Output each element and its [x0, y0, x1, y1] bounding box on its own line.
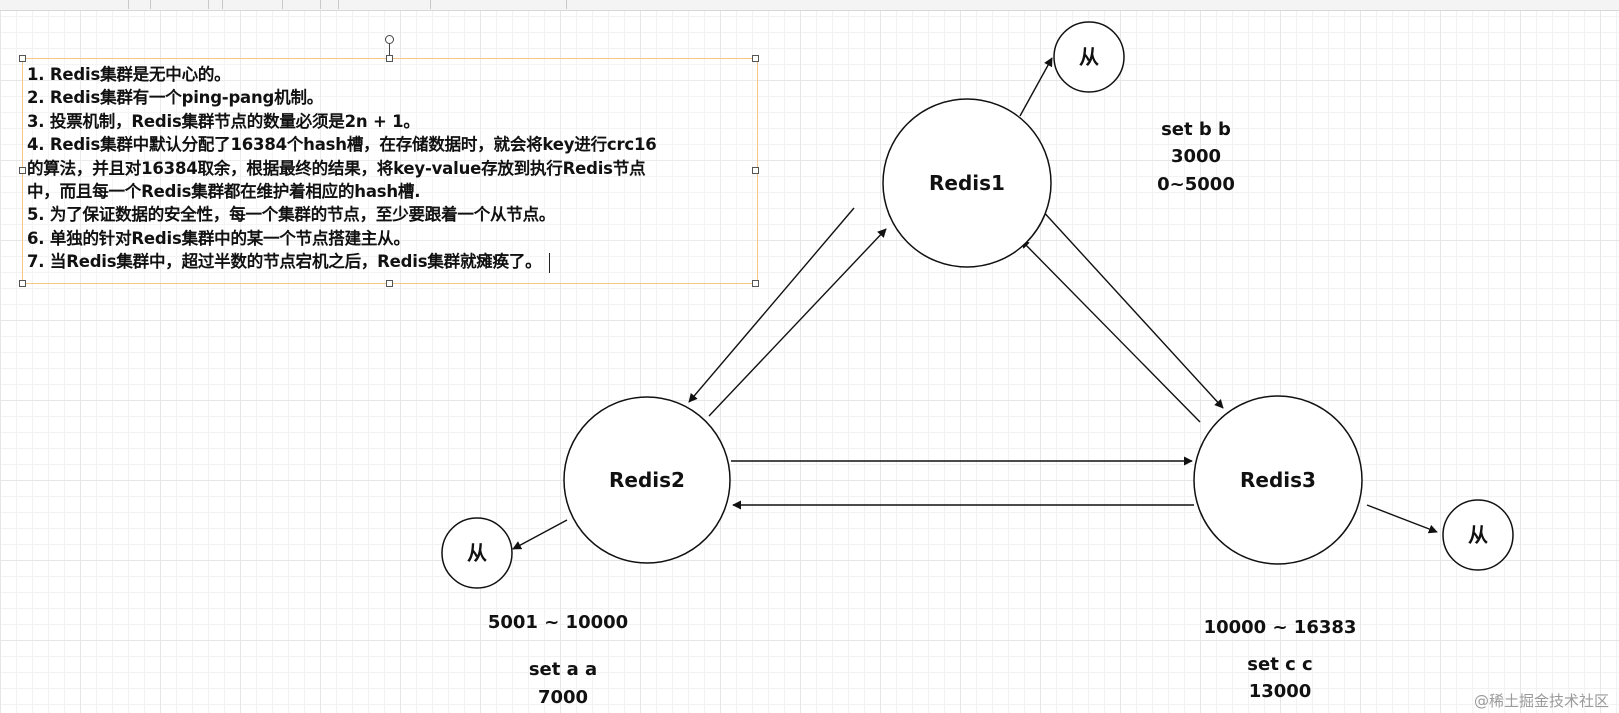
redis1-slot-range: 0~5000 — [1157, 174, 1235, 195]
toolbar-strip — [0, 0, 1619, 11]
node-redis1[interactable]: Redis1 — [882, 98, 1052, 268]
resize-handle-left[interactable] — [19, 167, 26, 174]
redis3-value: 13000 — [1249, 681, 1312, 702]
resize-handle-right[interactable] — [752, 167, 759, 174]
note-line-9: 7. 当Redis集群中，超过半数的节点宕机之后，Redis集群就瘫痪了。 — [27, 252, 542, 272]
resize-handle-bottom[interactable] — [386, 280, 393, 287]
resize-handle-top[interactable] — [386, 55, 393, 62]
note-line-1: 1. Redis集群是无中心的。 — [27, 65, 231, 84]
watermark: @稀土掘金技术社区 — [1473, 692, 1609, 710]
resize-handle-bottom-right[interactable] — [752, 280, 759, 287]
notes-textbox[interactable]: 1. Redis集群是无中心的。 2. Redis集群有一个ping-pang机… — [22, 58, 758, 284]
note-line-6: 中，而且每一个Redis集群都在维护着相应的hash槽. — [27, 182, 421, 202]
redis1-value: 3000 — [1171, 146, 1221, 167]
redis2-value: 7000 — [538, 687, 588, 708]
slave-node-redis3-label: 从 — [1468, 523, 1488, 547]
rotate-handle[interactable] — [385, 35, 394, 44]
note-line-2: 2. Redis集群有一个ping-pang机制。 — [27, 88, 324, 108]
edge-redis3-to-slave[interactable] — [1366, 504, 1438, 534]
node-redis1-label: Redis1 — [929, 171, 1005, 195]
note-line-3: 3. 投票机制，Redis集群节点的数量必须是2n + 1。 — [27, 111, 420, 131]
node-redis2[interactable]: Redis2 — [563, 396, 731, 564]
slave-node-redis3[interactable]: 从 — [1442, 499, 1514, 571]
redis2-command: set a a — [529, 659, 597, 680]
node-redis3[interactable]: Redis3 — [1193, 395, 1363, 565]
edge-redis1-to-slave[interactable] — [1019, 57, 1053, 117]
redis1-slot-info[interactable]: set b b 3000 0~5000 — [1157, 119, 1235, 195]
redis2-slot-info[interactable]: 5001 ~ 10000 set a a 7000 — [488, 612, 628, 708]
edge-redis1-to-redis2[interactable] — [688, 207, 855, 403]
note-line-5: 的算法，并且对16384取余，根据最终的结果，将key-value存放到执行Re… — [27, 158, 646, 178]
edge-redis1-to-redis3[interactable] — [1039, 207, 1224, 409]
resize-handle-bottom-left[interactable] — [19, 280, 26, 287]
text-caret — [549, 252, 551, 273]
edge-redis2-to-slave[interactable] — [512, 519, 568, 550]
redis1-command: set b b — [1161, 119, 1231, 140]
slave-node-redis1-label: 从 — [1079, 45, 1099, 69]
edge-redis2-to-redis1[interactable] — [708, 228, 887, 417]
note-line-4: 4. Redis集群中默认分配了16384个hash槽，在存储数据时，就会将ke… — [27, 135, 657, 155]
note-line-7: 5. 为了保证数据的安全性，每一个集群的节点，至少要跟着一个从节点。 — [27, 205, 556, 225]
slave-node-redis2[interactable]: 从 — [441, 517, 513, 589]
redis3-command: set c c — [1247, 654, 1312, 675]
rotate-handle-stem — [389, 44, 390, 56]
node-redis3-label: Redis3 — [1240, 468, 1316, 492]
resize-handle-top-left[interactable] — [19, 55, 26, 62]
slave-node-redis1[interactable]: 从 — [1053, 21, 1125, 93]
note-line-9-wrap: 7. 当Redis集群中，超过半数的节点宕机之后，Redis集群就瘫痪了。 — [27, 250, 753, 273]
edge-redis3-to-redis1[interactable] — [1020, 239, 1201, 423]
redis3-slot-info[interactable]: 10000 ~ 16383 set c c 13000 — [1204, 617, 1357, 702]
redis3-slot-range: 10000 ~ 16383 — [1204, 617, 1357, 638]
redis2-slot-range: 5001 ~ 10000 — [488, 612, 628, 633]
note-line-8: 6. 单独的针对Redis集群中的某一个节点搭建主从。 — [27, 228, 410, 248]
slave-node-redis2-label: 从 — [467, 541, 487, 565]
node-redis2-label: Redis2 — [609, 468, 685, 492]
resize-handle-top-right[interactable] — [752, 55, 759, 62]
